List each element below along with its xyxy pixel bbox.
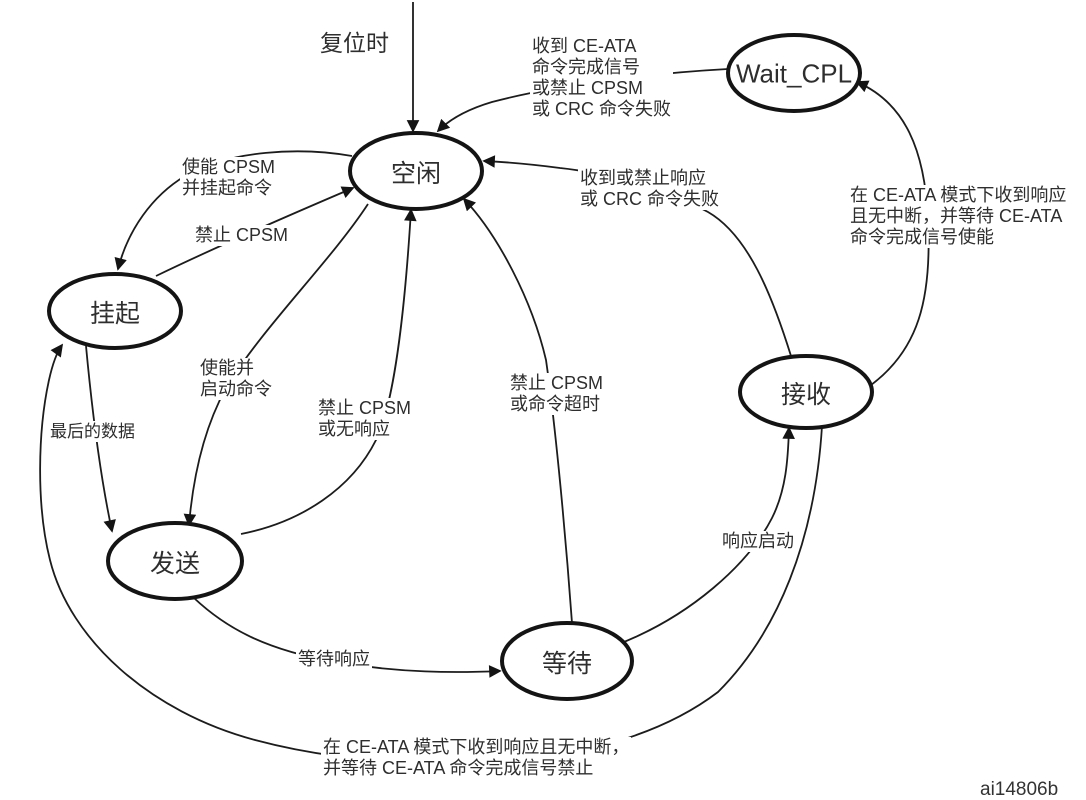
state-label-idle: 空闲 [390,160,442,188]
label-waitcpl-to-idle: 收到 CE-ATA 命令完成信号 或禁止 CPSM 或 CRC 命令失败 [530,36,673,120]
edge-receive-to-pend [39,343,823,764]
label-pend-to-idle: 禁止 CPSM [193,225,291,246]
label-receive-to-pend: 在 CE-ATA 模式下收到响应且无中断， 并等待 CE-ATA 命令完成信号禁… [321,737,632,779]
edge-pend-to-send [85,345,116,533]
label-idle-to-send: 使能并 启动命令 [198,358,274,400]
edge-wait-to-idle [462,197,573,624]
label-receive-to-waitcpl: 在 CE-ATA 模式下收到响应 且无中断，并等待 CE-ATA 命令完成信号使… [848,185,1069,248]
state-ellipse-pend [47,272,183,350]
label-send-to-wait: 等待响应 [296,649,372,670]
figure-id: ai14806b [980,779,1059,800]
state-label-wait-cpl: Wait_CPL [735,58,853,89]
state-label-pend: 挂起 [89,300,141,328]
label-idle-to-pend: 使能 CPSM 并挂起命令 [180,157,278,199]
label-wait-to-idle: 禁止 CPSM 或命令超时 [508,373,606,415]
state-label-receive: 接收 [780,381,832,409]
state-ellipse-receive [738,354,874,430]
state-label-wait: 等待 [541,650,593,678]
label-wait-to-receive: 响应启动 [720,531,796,552]
label-reset: 复位时 [318,30,391,56]
state-ellipse-wait [500,621,634,701]
state-ellipse-send [106,521,244,601]
state-ellipse-wait-cpl [726,33,862,113]
state-label-send: 发送 [149,550,201,578]
state-ellipse-idle [348,131,484,211]
label-send-to-idle: 禁止 CPSM 或无响应 [316,398,414,440]
label-receive-to-idle: 收到或禁止响应 或 CRC 命令失败 [578,168,721,210]
label-pend-to-send: 最后的数据 [48,421,137,442]
